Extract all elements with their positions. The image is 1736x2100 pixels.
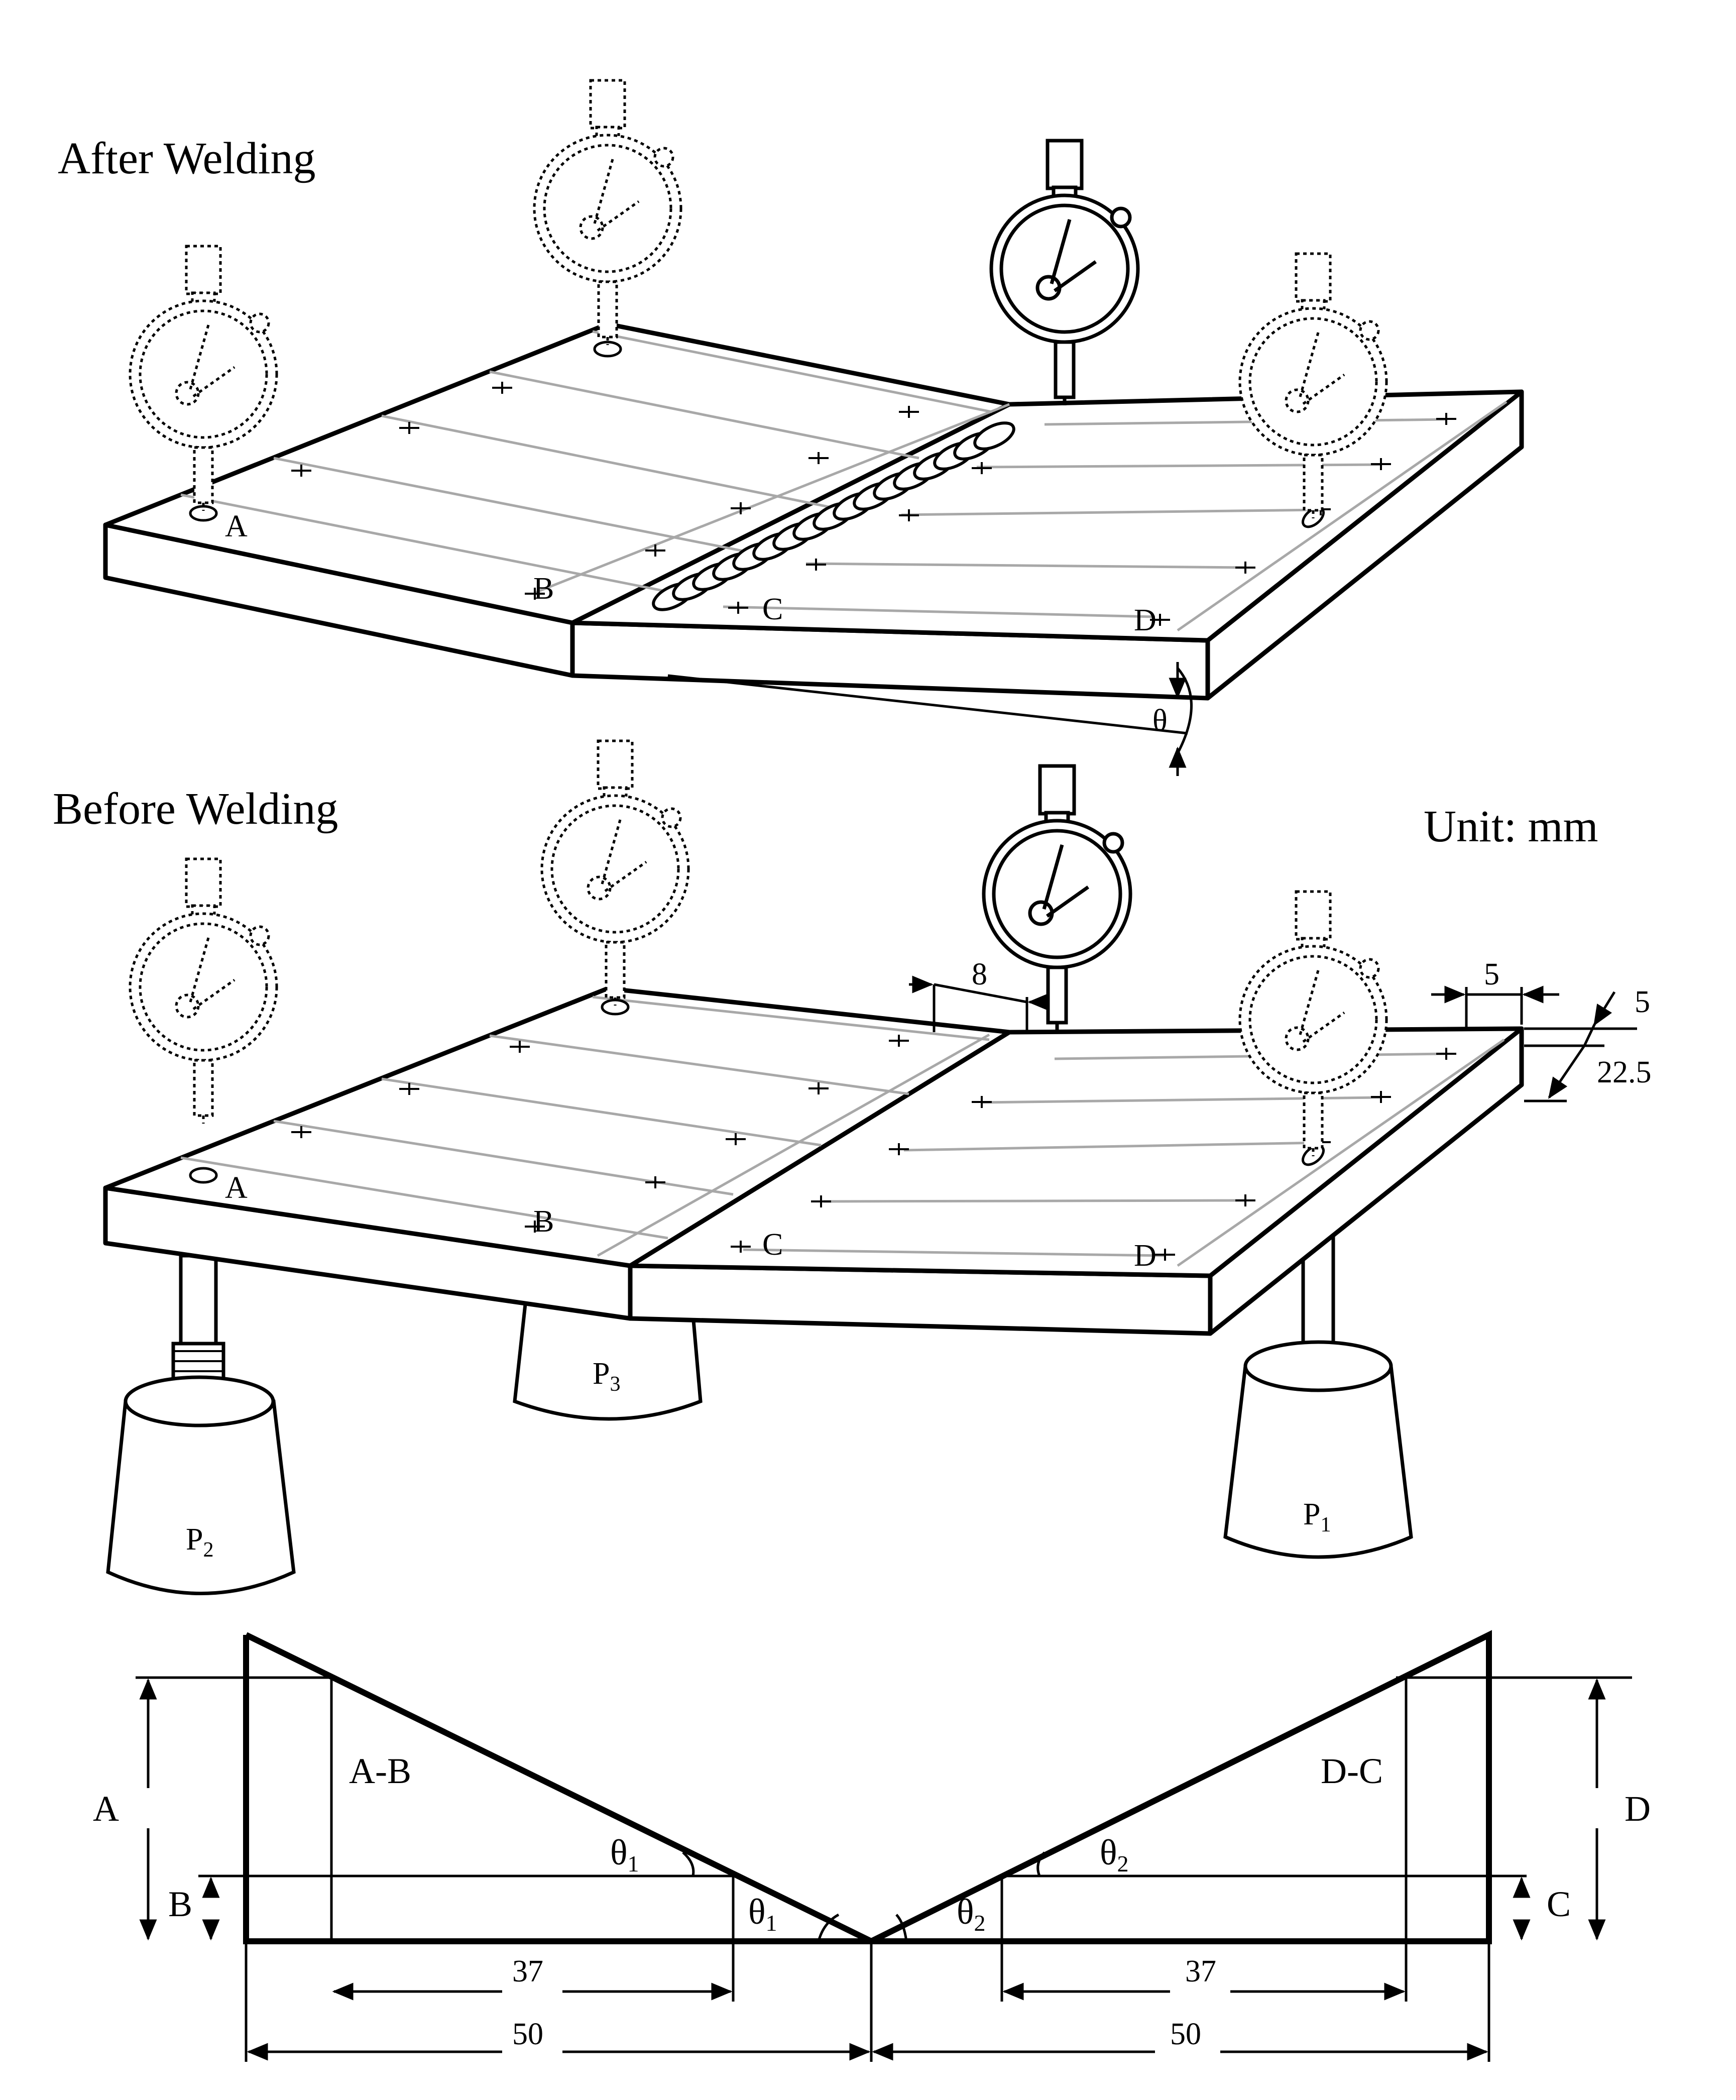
reference-line (667, 674, 1188, 735)
label-point-b-before: B (533, 1204, 554, 1239)
label-point-b-after: B (533, 572, 554, 606)
svg-text:P1: P1 (1303, 1497, 1331, 1536)
before-welding-plate: P2 P3 P1 (103, 957, 1652, 1595)
label-point-d-before: D (1134, 1239, 1156, 1273)
label-point-a-after: A (225, 509, 248, 543)
dim-edge-offset: 5 (1484, 957, 1499, 991)
support-p2: P2 (106, 1254, 296, 1595)
dim-inner-span-right: 37 (1185, 1954, 1216, 1988)
angle-theta-label: θ (1152, 704, 1168, 738)
label-point-a-before: A (225, 1171, 248, 1205)
schematic-label-d: D (1625, 1789, 1651, 1829)
theta1-upper: θ1 (610, 1832, 639, 1876)
label-point-c-after: C (762, 592, 783, 626)
schematic-label-a: A (93, 1789, 119, 1829)
dial-gauge-after-b (534, 80, 681, 345)
svg-text:P2: P2 (186, 1522, 213, 1562)
theta2-upper: θ2 (1100, 1832, 1129, 1876)
support-p1: P1 (1223, 1219, 1413, 1559)
dim-weld-gap: 8 (972, 957, 987, 991)
theta2-lower: θ2 (957, 1892, 986, 1936)
schematic-label-d-c: D-C (1321, 1751, 1383, 1791)
after-welding-plate: A B C D θ (103, 321, 1524, 776)
dial-gauge-before-c (984, 766, 1130, 1031)
heading-after-welding: After Welding (58, 134, 315, 183)
schematic-label-a-b: A-B (349, 1751, 411, 1791)
theta1-lower: θ1 (748, 1892, 777, 1936)
dial-gauge-before-a (130, 859, 277, 1124)
dim-half-span-right: 50 (1170, 2017, 1201, 2051)
weld-bead (652, 421, 1015, 611)
heading-before-welding: Before Welding (53, 784, 338, 834)
label-point-c-before: C (762, 1228, 783, 1262)
schematic-label-c: C (1547, 1884, 1571, 1924)
dim-half-span-left: 50 (512, 2017, 543, 2051)
angle-arc (1176, 667, 1193, 754)
label-point-d-after: D (1134, 603, 1156, 637)
unit-label: Unit: mm (1424, 802, 1598, 851)
angle-schematic: A B A-B D C D-C θ1 θ1 θ2 θ2 37 37 50 50 (93, 1630, 1651, 2062)
dim-edge-offset-side: 5 (1635, 985, 1650, 1019)
dim-row-pitch: 22.5 (1597, 1055, 1652, 1089)
dial-gauge-after-c (991, 141, 1138, 405)
dim-inner-span-left: 37 (512, 1954, 543, 1988)
dial-gauge-before-b (542, 741, 688, 1006)
svg-text:P3: P3 (593, 1357, 620, 1396)
schematic-label-b: B (168, 1884, 192, 1924)
